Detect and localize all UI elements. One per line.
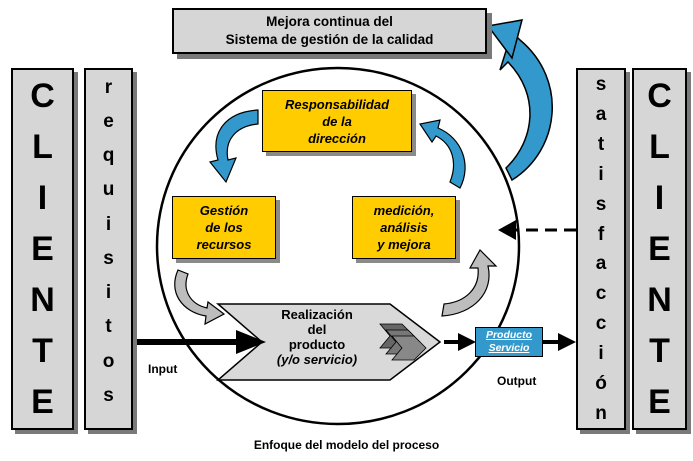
resource-management-line2: de los — [205, 220, 243, 235]
requirements-letter: u — [102, 179, 115, 201]
resource-management-line1: Gestión — [199, 203, 249, 218]
requirements-letter: s — [103, 247, 114, 269]
client-left-letter: E — [31, 229, 54, 268]
management-responsibility-line1: Responsabilidad — [284, 96, 390, 112]
client-left-letter: I — [37, 178, 48, 217]
satisfaction-letter: s — [595, 193, 607, 215]
management-responsibility-box: Responsabilidad de la dirección — [262, 90, 412, 152]
output-arrow-head — [458, 333, 476, 351]
client-left-letter: N — [30, 281, 55, 320]
product-service-line2: Servicio — [488, 342, 530, 354]
client-left-box: C L I E N T E — [11, 68, 74, 430]
client-right-letter: E — [648, 229, 671, 268]
arrow-resources-to-realization — [174, 269, 226, 326]
measurement-analysis-line3: y mejora — [377, 237, 431, 252]
diagram-caption: Enfoque del modelo del proceso — [253, 438, 440, 452]
requirements-letter: t — [105, 316, 112, 338]
resource-management-line3: recursos — [196, 237, 252, 252]
improvement-arrow-head — [486, 19, 524, 60]
product-service-line1: Producto — [485, 329, 533, 341]
client-right-letter: C — [647, 76, 672, 115]
improvement-sweep-arrow — [499, 30, 553, 182]
requirements-letter: q — [102, 145, 115, 167]
resource-management-box: Gestión de los recursos — [172, 196, 276, 259]
arrow-realization-to-measurement — [441, 249, 498, 317]
satisfaction-letter: c — [595, 283, 607, 305]
client-left-letter: C — [30, 76, 55, 115]
satisfaction-letter: a — [595, 104, 607, 126]
client-right-letter: L — [649, 127, 670, 166]
measurement-analysis-line1: medición, — [373, 203, 435, 218]
satisfaction-letter: t — [597, 134, 605, 156]
arrow-measurement-to-responsibility — [419, 119, 466, 189]
requirements-box: r e q u i s i t o s — [84, 68, 133, 430]
product-realization-line1: Realización — [281, 307, 353, 322]
client-left-letter: T — [32, 332, 53, 371]
product-realization-label: Realización del producto (y/o servicio) — [262, 307, 372, 367]
satisfaction-letter: i — [598, 163, 604, 185]
satisfaction-box: s a t i s f a c c i ó n — [576, 68, 626, 430]
client-right-letter: E — [648, 383, 671, 422]
measurement-analysis-line2: análisis — [380, 220, 428, 235]
client-right-letter: N — [647, 281, 672, 320]
arrow-responsibility-to-resources — [208, 109, 259, 184]
product-realization-line4: (y/o servicio) — [276, 352, 358, 367]
continuous-improvement-line2: Sistema de gestión de la calidad — [225, 32, 434, 47]
requirements-letter: i — [105, 282, 112, 304]
client-right-letter: I — [654, 178, 665, 217]
stacked-documents-icon — [379, 323, 427, 361]
satisfaction-letter: f — [597, 223, 605, 245]
client-left-letter: L — [32, 127, 53, 166]
satisfaction-letter: i — [598, 342, 604, 364]
requirements-letter: i — [105, 213, 112, 235]
product-service-box: Producto Servicio — [475, 327, 543, 357]
continuous-improvement-box: Mejora continua del Sistema de gestión d… — [172, 8, 487, 54]
client-left-letter: E — [31, 383, 54, 422]
product-realization-line2: del — [307, 322, 327, 337]
requirements-letter: o — [102, 350, 115, 372]
product-realization-line3: producto — [288, 337, 346, 352]
satisfaction-letter: n — [595, 402, 607, 424]
satisfaction-letter: s — [595, 74, 607, 96]
client-right-letter: T — [649, 332, 670, 371]
satisfaction-letter: c — [595, 313, 607, 335]
continuous-improvement-line1: Mejora continua del — [266, 14, 393, 29]
measurement-analysis-box: medición, análisis y mejora — [352, 196, 456, 259]
management-responsibility-line3: dirección — [308, 130, 366, 146]
output-label: Output — [497, 374, 537, 388]
input-label: Input — [148, 362, 178, 376]
requirements-letter: r — [104, 76, 113, 98]
management-responsibility-line2: de la — [322, 113, 352, 129]
satisfaction-letter: a — [595, 253, 607, 275]
requirements-letter: e — [103, 110, 114, 132]
client-right-box: C L I E N T E — [632, 68, 687, 430]
requirements-letter: s — [103, 385, 114, 407]
satisfaction-letter: ó — [595, 372, 607, 394]
